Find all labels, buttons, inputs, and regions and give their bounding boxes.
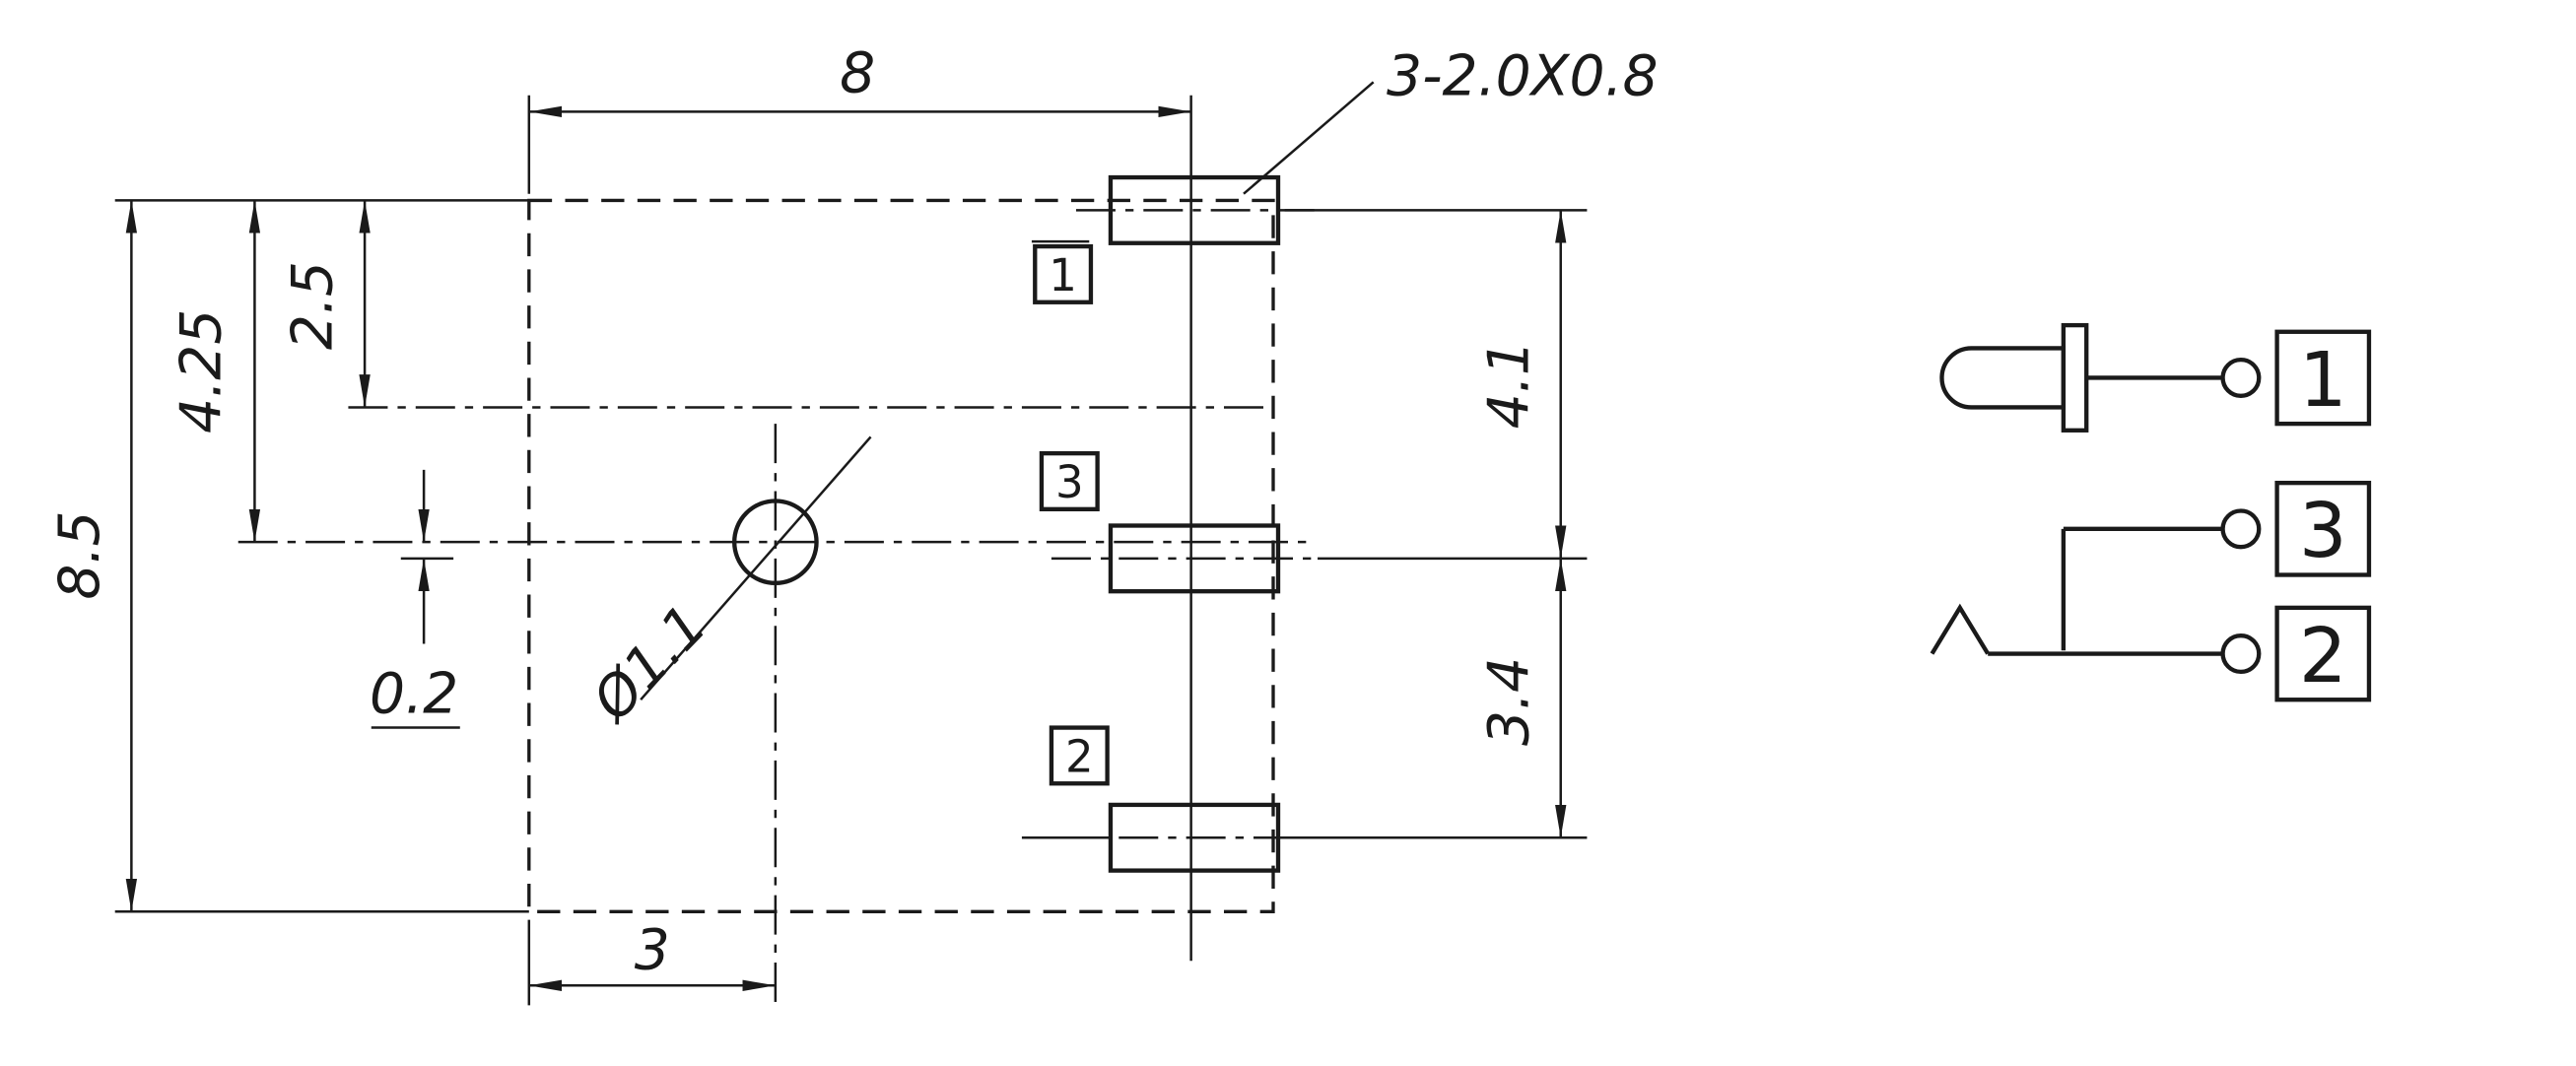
pad-3-label-box <box>1039 450 1100 511</box>
pin-3-number-box <box>2274 480 2372 577</box>
plug-collar-bar <box>2061 322 2089 433</box>
dim-pitch-1-3: 4.1 <box>1284 209 1588 561</box>
dim-41-label: 4.1 <box>1476 340 1541 429</box>
dim-8-label: 8 <box>840 40 875 105</box>
dim-3-label: 3 <box>635 918 670 983</box>
pad-2-label-box <box>1049 725 1110 786</box>
pin-2-number: 2 <box>2299 613 2347 700</box>
pin-2-number-box <box>2274 605 2372 702</box>
pad-1-label: 1 <box>1049 249 1077 301</box>
pin-1-terminal-circle <box>2220 357 2262 398</box>
hole-diameter-label: Ø1.1 <box>579 593 719 735</box>
center-hole-circle <box>732 499 819 586</box>
pin-1-number-box <box>2274 329 2372 427</box>
pad-3-label: 3 <box>1055 456 1084 508</box>
pin-3-number: 3 <box>2299 488 2347 575</box>
dim-25-label: 2.5 <box>281 261 346 350</box>
dim-34-label: 3.4 <box>1476 657 1541 746</box>
dim-02-label: 0.2 <box>370 662 458 727</box>
pin-2-terminal-circle <box>2220 633 2262 675</box>
dim-pitch-3-2: 3.4 <box>1284 558 1588 839</box>
pad-spec-callout: 3-2.0X0.8 <box>1243 44 1659 195</box>
component-outline-dashed-rect <box>527 198 1275 913</box>
pad-2: 2 <box>1021 725 1315 873</box>
pad-3: 3 <box>1039 450 1315 594</box>
pad-1: 1 <box>1031 174 1315 304</box>
pad-1-label-box <box>1033 243 1094 304</box>
dim-85-label: 8.5 <box>47 510 112 599</box>
dim-half-height: 4.25 <box>169 200 261 543</box>
dim-hole-x: 3 <box>527 918 776 1006</box>
pin-3-terminal-circle <box>2220 508 2262 550</box>
pin-1-number: 1 <box>2299 337 2347 425</box>
dim-overall-height: 8.5 <box>47 199 529 913</box>
dim-center-offset: 0.2 <box>370 469 460 729</box>
footprint-view: Ø1.1 1 3 2 8 <box>47 40 1659 1006</box>
dim-425-label: 4.25 <box>169 309 234 433</box>
hole-diameter-leader <box>640 435 872 701</box>
dim-top-width: 8 <box>527 40 1191 194</box>
schematic-pin-2: 2 <box>1930 603 2372 702</box>
schematic-pin-1: 1 <box>2086 329 2372 427</box>
pad-spec-label: 3-2.0X0.8 <box>1387 44 1659 109</box>
plug-tip-shape <box>1939 346 2067 410</box>
dim-upper-pitch: 2.5 <box>281 200 371 408</box>
pad-spec-leader <box>1243 81 1375 195</box>
schematic-pin-3: 3 <box>2061 480 2372 651</box>
pin-2-spring-contact <box>1930 603 1991 655</box>
jack-schematic: 1 3 2 <box>1930 322 2372 702</box>
pad-2-label: 2 <box>1065 731 1094 783</box>
